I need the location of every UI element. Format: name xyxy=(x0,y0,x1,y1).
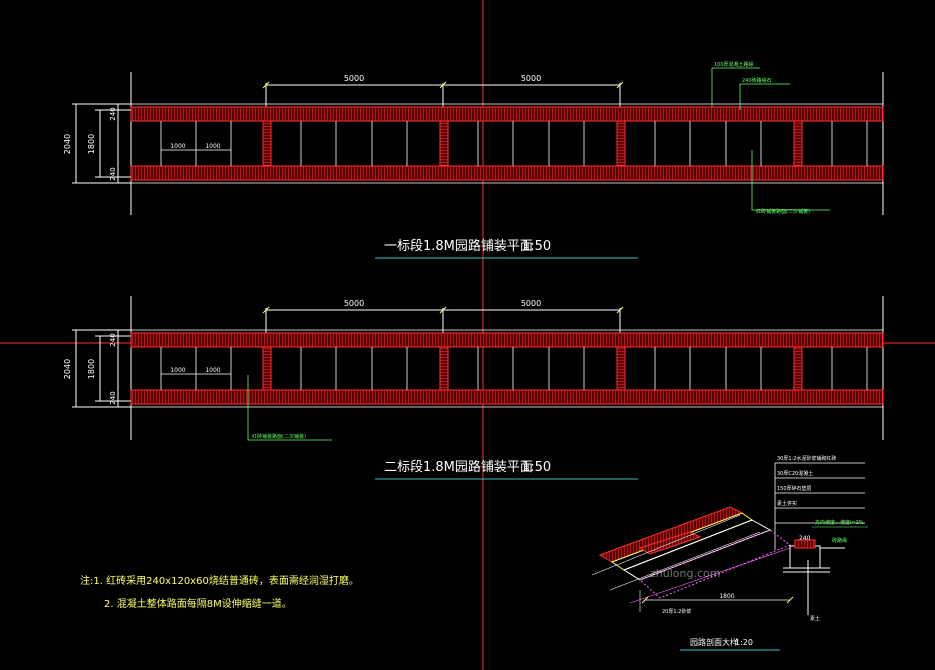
plan1-dim-unit-2: 1000 xyxy=(205,143,220,150)
section-soil-label: 素土 xyxy=(810,615,820,622)
plan2-dim-edge-top: 240 xyxy=(109,333,117,346)
design-notes: 注:1. 红砖采用240x120x60烧结普通砖，表面需经润湿打磨。 2. 混凝… xyxy=(80,574,359,610)
plan2-scale: 1:50 xyxy=(522,460,551,475)
plan1-dim-right: 5000 xyxy=(521,74,541,83)
plan1-leader-2: 240砖路缘石 xyxy=(742,77,772,84)
watermark: zhulong.com xyxy=(650,567,720,580)
plan1-dim-edge-top: 240 xyxy=(109,107,117,120)
section-slab xyxy=(591,506,792,604)
plan2-leader-1: 红砖铺装路面(二次铺装) xyxy=(252,433,306,440)
plan-1: 5000 5000 xyxy=(63,61,884,259)
plan1-leader-1: 100厚混凝土路缘 xyxy=(714,61,754,68)
section-curb xyxy=(789,545,821,569)
plan2-bottom-curb xyxy=(130,389,884,405)
section-layer-4: 素土夯实 xyxy=(777,500,797,507)
plan2-dim-right: 5000 xyxy=(521,299,541,308)
section-detail: 30厚1:2水泥砂浆铺砌红砖 30厚C20混凝土 150厚碎石垫层 素土夯实 2… xyxy=(591,455,868,651)
plan1-dim-edge-bottom: 240 xyxy=(109,167,117,180)
section-title: 园路剖面大样 xyxy=(690,637,738,647)
plan2-dim-outer: 2040 xyxy=(63,359,72,379)
plan2-dim-unit-2: 1000 xyxy=(205,367,220,374)
plan1-top-dimension: 5000 5000 xyxy=(262,74,624,89)
plan2-top-dimension: 5000 5000 xyxy=(262,299,624,314)
section-layer-3: 150厚碎石垫层 xyxy=(777,485,812,492)
plan1-dim-left: 5000 xyxy=(344,74,364,83)
section-width-dim: 1800 xyxy=(719,593,734,600)
plan1-bottom-curb xyxy=(130,165,884,181)
note-line-2: 2. 混凝土整体路面每隔8M设伸缩缝一道。 xyxy=(104,597,292,610)
plan2-dim-inner: 1800 xyxy=(87,359,96,379)
section-layer-1: 30厚1:2水泥砂浆铺砌红砖 xyxy=(777,455,836,462)
section-scale: 1:20 xyxy=(735,638,753,647)
plan2-top-curb xyxy=(130,332,884,348)
plan2-paving-joints xyxy=(160,347,868,390)
section-layer-2: 30厚C20混凝土 xyxy=(777,470,813,477)
section-curb-width: 240 xyxy=(799,535,811,542)
section-base-label: 20厚1:2砂浆 xyxy=(662,608,691,615)
plan1-left-dimensions xyxy=(72,103,131,184)
plan2-title: 二标段1.8M园路铺装平面 xyxy=(384,459,533,475)
plan2-dim-left: 5000 xyxy=(344,299,364,308)
plan2-leaders xyxy=(247,375,332,441)
plan-2: 5000 5000 xyxy=(63,296,884,480)
plan1-dim-outer: 2040 xyxy=(63,134,72,154)
plan2-left-dimensions xyxy=(72,329,131,408)
plan2-dim-unit-1: 1000 xyxy=(170,367,185,374)
section-curb-label: 砖路缘 xyxy=(832,537,847,544)
plan1-dim-unit-1: 1000 xyxy=(170,143,185,150)
plan1-top-curb xyxy=(130,106,884,122)
note-line-1: 注:1. 红砖采用240x120x60烧结普通砖，表面需经润湿打磨。 xyxy=(80,574,359,587)
plan1-leaders xyxy=(711,67,830,211)
plan1-dim-inner: 1800 xyxy=(87,134,96,154)
plan1-scale: 1:50 xyxy=(522,239,551,254)
plan1-paving-joints xyxy=(160,121,868,166)
section-slope-label: 方向坡度，坡度i=3% xyxy=(815,519,864,526)
plan2-dim-edge-bottom: 240 xyxy=(109,391,117,404)
plan1-leader-3: 红砖铺装路面(二次铺装) xyxy=(756,208,810,215)
plan1-title: 一标段1.8M园路铺装平面 xyxy=(384,238,533,254)
